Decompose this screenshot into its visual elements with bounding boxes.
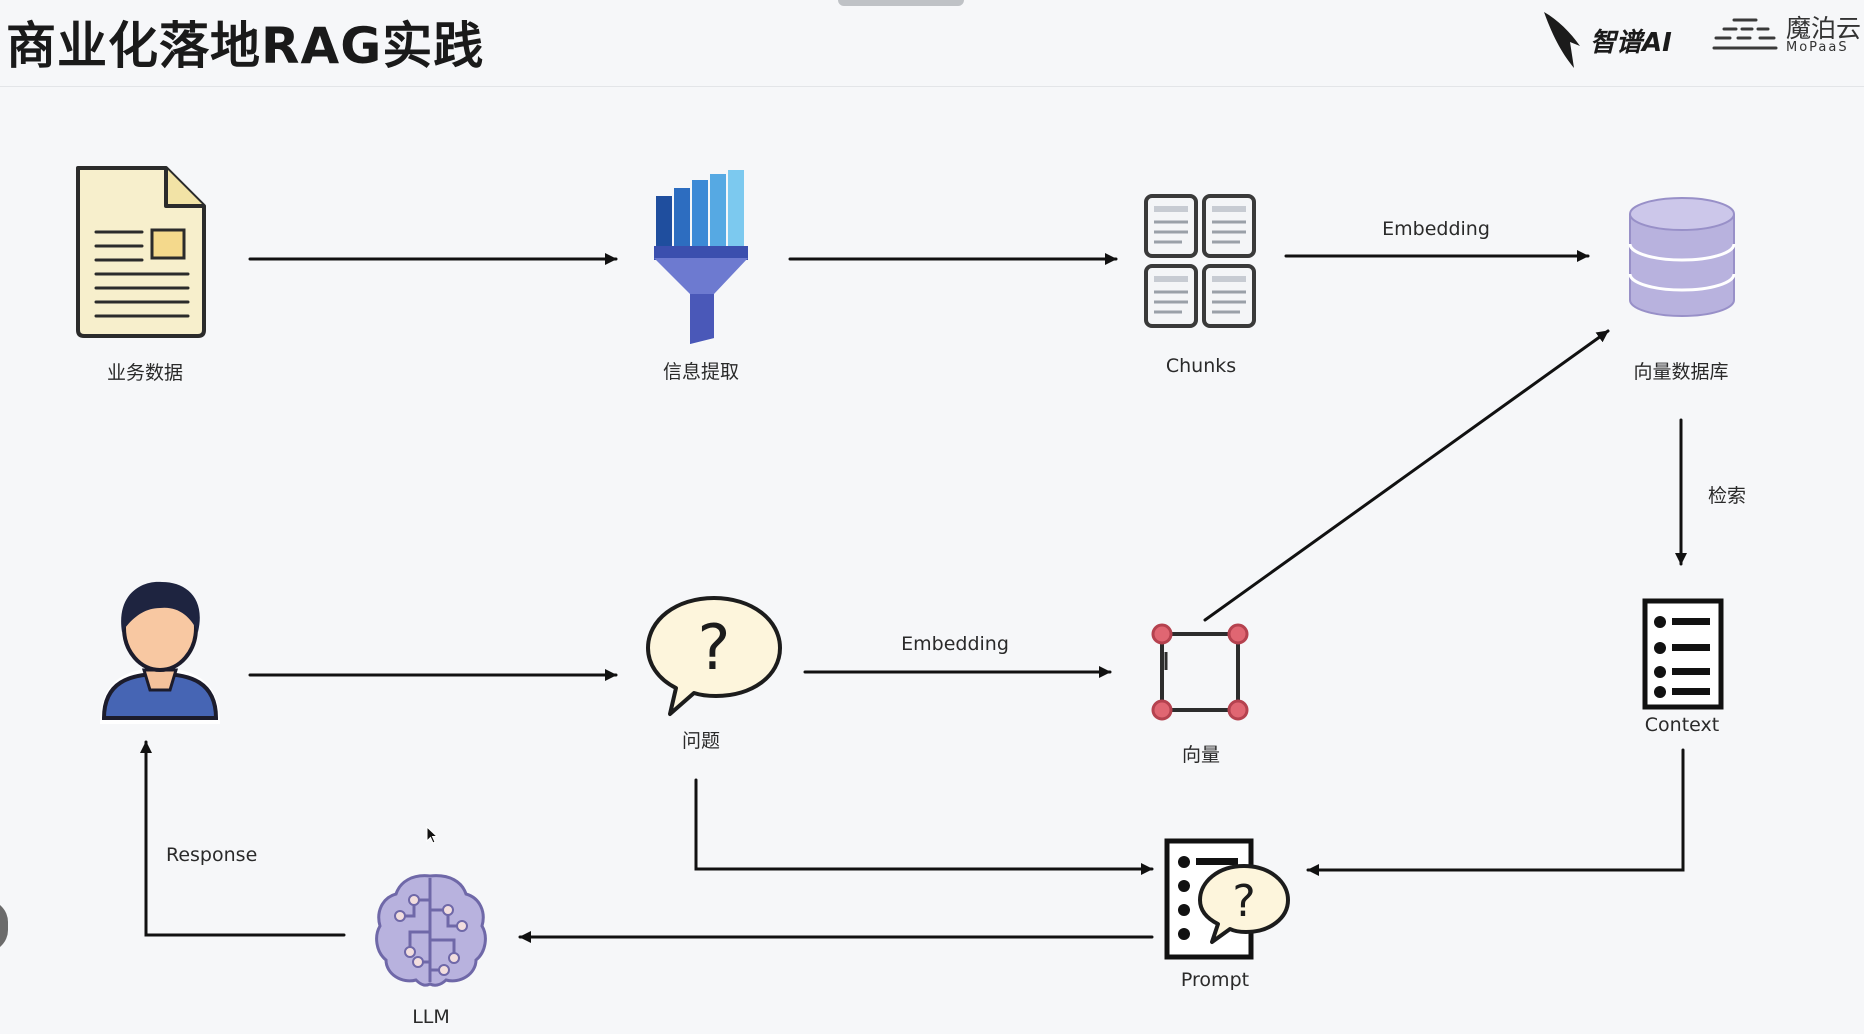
arrow-llm-to-user [140,740,346,937]
prompt-icon: ? [1164,838,1290,960]
edge-label-retrieve: 检索 [1708,485,1747,507]
mouse-cursor-icon [426,826,438,844]
arrow-question-to-prompt [694,778,1154,875]
zhipu-logo: 智谱AI [1540,8,1672,72]
svg-text:?: ? [698,611,731,684]
header-divider [0,86,1864,87]
question-bubble-icon: ? [646,596,782,716]
edge-label-embedding-top: Embedding [1382,218,1490,240]
document-icon [76,166,206,338]
edge-label-embedding-mid: Embedding [901,633,1009,655]
arrow-context-to-prompt [1306,748,1685,876]
mopaas-cloud-icon [1712,18,1778,50]
node-label-context: Context [1644,714,1720,736]
brain-icon [375,874,487,987]
edge-label-response: Response [166,844,258,866]
user-avatar-icon [100,581,220,724]
node-label-question: 问题 [681,730,721,752]
database-icon [1628,197,1736,317]
arrow-vector-to-vectordb [1203,329,1610,622]
top-tab [838,0,964,6]
mopaas-logo-text: 魔泊云 [1786,14,1862,43]
svg-text:?: ? [1232,876,1255,927]
zhipu-bird-icon [1544,12,1580,68]
context-list-icon [1642,598,1724,710]
node-label-vector-db: 向量数据库 [1633,361,1729,383]
node-label-prompt: Prompt [1180,969,1250,991]
chunks-icon [1144,194,1256,328]
node-label-business-data: 业务数据 [106,362,184,384]
mopaas-logo-subtext: MoPaaS [1786,40,1849,55]
zhipu-logo-text: 智谱AI [1590,27,1672,58]
node-label-chunks: Chunks [1165,355,1237,377]
node-label-vector: 向量 [1181,744,1221,766]
page-title: 商业化落地RAG实践 [6,17,485,75]
side-handle[interactable] [0,900,8,952]
funnel-icon [654,170,748,344]
mopaas-logo: 魔泊云 MoPaaS [1712,14,1861,56]
node-label-info-extract: 信息提取 [662,361,740,383]
node-label-llm: LLM [412,1006,450,1028]
vector-icon [1151,623,1249,721]
